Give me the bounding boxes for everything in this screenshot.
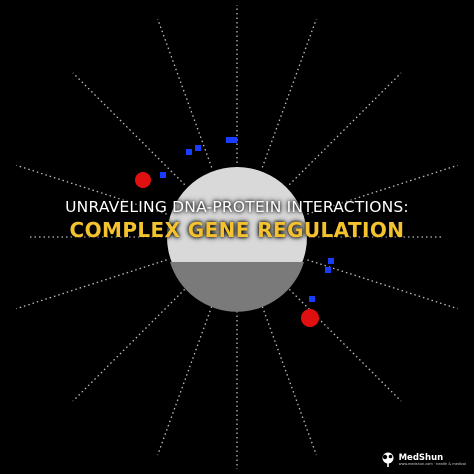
protein-red-left	[135, 172, 151, 188]
dotted-ray-5	[157, 18, 213, 168]
protein-blue-5	[232, 137, 237, 143]
brand-name: MedShun	[398, 452, 444, 463]
dotted-ray-12	[261, 306, 317, 456]
protein-red-right	[301, 309, 319, 327]
protein-blue-2	[186, 149, 192, 155]
dotted-ray-14	[307, 259, 458, 310]
protein-blue-4	[226, 137, 232, 143]
protein-blue-7	[325, 267, 331, 273]
tree-leaf-icon	[382, 452, 394, 467]
dotted-ray-6	[72, 72, 186, 186]
dotted-ray-2	[288, 72, 402, 186]
protein-blue-8	[309, 296, 315, 302]
dotted-rays	[16, 5, 458, 469]
protein-blue-1	[160, 172, 166, 178]
dotted-ray-8	[16, 259, 167, 310]
brand-logo: MedShun www.medshun.com · health & medic…	[380, 452, 466, 468]
protein-blue-6	[328, 258, 334, 264]
dotted-ray-3	[261, 18, 317, 168]
dotted-ray-9	[72, 288, 186, 402]
title-block: UNRAVELING DNA-PROTEIN INTERACTIONS: COM…	[0, 189, 474, 259]
dotted-ray-10	[157, 306, 213, 456]
dotted-ray-7	[16, 164, 167, 215]
dotted-ray-13	[288, 288, 402, 402]
title-line-2: COMPLEX GENE REGULATION	[69, 218, 405, 242]
nucleus-sphere-bottom	[170, 262, 304, 312]
dotted-ray-1	[307, 164, 458, 215]
brand-tagline: www.medshun.com · health & medical	[398, 462, 466, 466]
title-line-1: UNRAVELING DNA-PROTEIN INTERACTIONS:	[65, 198, 409, 216]
protein-blue-3	[195, 145, 201, 151]
